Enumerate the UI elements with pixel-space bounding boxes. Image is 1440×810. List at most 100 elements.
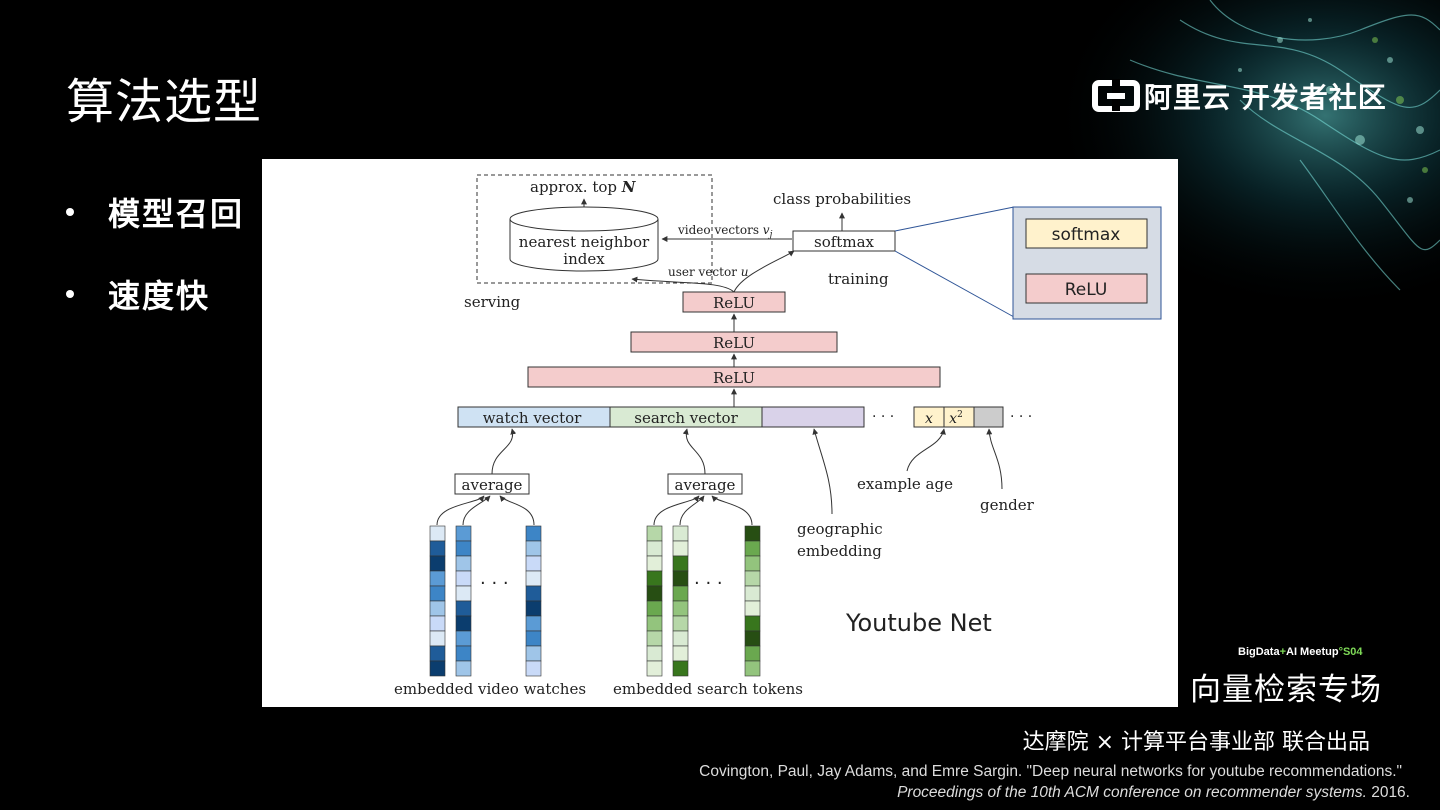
- embedding-cell: [646, 525, 663, 542]
- embedding-cell: [429, 600, 446, 617]
- embedding-cell: [744, 615, 761, 632]
- embedding-cell: [744, 630, 761, 647]
- embedding-cell: [646, 570, 663, 587]
- embedding-cell: [646, 660, 663, 677]
- embedding-cell: [744, 570, 761, 587]
- organizer-line: 达摩院 × 计算平台事业部 联合出品: [1022, 730, 1370, 755]
- embedding-cell: [646, 630, 663, 647]
- example-age-label: example age: [857, 475, 953, 493]
- embedding-cell: [744, 585, 761, 602]
- geo-vector: [761, 406, 865, 428]
- svg-text:search vector: search vector: [634, 409, 738, 427]
- bullet-text: 模型召回: [108, 195, 245, 233]
- embedding-cell: [525, 555, 542, 572]
- embedding-cell: [646, 615, 663, 632]
- embedding-cell: [646, 585, 663, 602]
- embedding-cell: [646, 600, 663, 617]
- svg-text:ReLU: ReLU: [1065, 280, 1108, 300]
- training-label: training: [828, 270, 889, 288]
- embedding-cell: [455, 645, 472, 662]
- embedding-cell: [429, 540, 446, 557]
- class-probabilities-label: class probabilities: [773, 190, 911, 208]
- svg-text:x: x: [925, 411, 933, 427]
- embedding-cell: [646, 645, 663, 662]
- embedding-cell: [646, 555, 663, 572]
- average-box-search: [667, 473, 743, 495]
- video-vectors-label: video vectors vj: [677, 223, 773, 240]
- embedding-cell: [525, 645, 542, 662]
- bullet-list: 模型召回 速度快: [66, 192, 244, 356]
- citation-line-1: Covington, Paul, Jay Adams, and Emre Sar…: [699, 763, 1402, 780]
- svg-text:index: index: [563, 250, 605, 268]
- embedding-cell: [429, 615, 446, 632]
- embedding-cell: [744, 555, 761, 572]
- embedding-cell: [744, 645, 761, 662]
- slide-title: 算法选型: [66, 74, 263, 130]
- svg-text:· · ·: · · ·: [694, 573, 723, 594]
- aliyun-logo: 阿里云 开发者社区: [1092, 78, 1387, 114]
- embedding-cell: [455, 555, 472, 572]
- svg-text:ReLU: ReLU: [713, 294, 755, 312]
- embedding-cell: [672, 645, 689, 662]
- embedding-cell: [455, 585, 472, 602]
- youtube-net-figure: approx. top N nearest neighbor index vid…: [262, 159, 1178, 707]
- figure-caption: Youtube Net: [846, 609, 992, 637]
- approx-top-label: approx. top N: [530, 178, 637, 196]
- embedding-cell: [672, 600, 689, 617]
- svg-text:ReLU: ReLU: [713, 369, 755, 387]
- embedding-cell: [646, 540, 663, 557]
- embedding-cell: [525, 570, 542, 587]
- svg-text:embedding: embedding: [797, 542, 882, 560]
- embedding-cell: [429, 525, 446, 542]
- svg-text:· · ·: · · ·: [872, 409, 894, 425]
- average-box-watches: [454, 473, 530, 495]
- embedding-cell: [525, 525, 542, 542]
- gender-cell: [973, 406, 1004, 428]
- embedding-cell: [429, 645, 446, 662]
- bullet-item: 速度快: [66, 274, 244, 315]
- architecture-diagram: approx. top N nearest neighbor index vid…: [394, 174, 1162, 698]
- embedding-cell: [455, 540, 472, 557]
- embedding-cell: [455, 660, 472, 677]
- embedding-cell: [455, 525, 472, 542]
- embedding-cell: [744, 540, 761, 557]
- embedded-search-columns: [646, 525, 761, 677]
- embedding-cell: [429, 555, 446, 572]
- embedding-cell: [672, 555, 689, 572]
- embedding-cell: [672, 570, 689, 587]
- serving-box: [476, 174, 713, 284]
- citation-line-2: Proceedings of the 10th ACM conference o…: [897, 784, 1410, 801]
- user-vector-label: user vector u: [668, 265, 748, 279]
- embedding-cell: [672, 660, 689, 677]
- embedding-cell: [455, 630, 472, 647]
- serving-label: serving: [464, 293, 521, 311]
- embedding-cell: [429, 630, 446, 647]
- relu-layer-middle: [630, 331, 838, 353]
- svg-text:nearest neighbor: nearest neighbor: [519, 233, 650, 251]
- svg-text:· · ·: · · ·: [480, 573, 509, 594]
- embedding-cell: [525, 630, 542, 647]
- bullet-item: 模型召回: [66, 192, 245, 233]
- embedded-search-tokens-label: embedded search tokens: [613, 680, 803, 698]
- svg-text:x2: x2: [949, 410, 963, 427]
- embedding-cell: [672, 630, 689, 647]
- legend-relu-swatch: [1025, 273, 1148, 304]
- bullet-dot-icon: [66, 290, 74, 298]
- embedded-watch-columns: [429, 525, 542, 677]
- embedding-cell: [525, 660, 542, 677]
- embedding-cell: [455, 615, 472, 632]
- svg-text:softmax: softmax: [1052, 225, 1121, 245]
- svg-text:ReLU: ReLU: [713, 334, 755, 352]
- relu-layer-bottom: [527, 366, 941, 388]
- bullet-dot-icon: [66, 208, 74, 216]
- embedding-cell: [672, 540, 689, 557]
- embedding-cell: [672, 585, 689, 602]
- embedding-cell: [672, 615, 689, 632]
- meetup-badge: BigData+AI Meetup°S04: [1238, 646, 1363, 658]
- bullet-text: 速度快: [108, 277, 211, 315]
- embedded-video-watches-label: embedded video watches: [394, 680, 586, 698]
- softmax-box: [792, 230, 896, 252]
- svg-text:softmax: softmax: [814, 233, 874, 251]
- nearest-neighbor-index: nearest neighbor index: [509, 206, 659, 272]
- gender-label: gender: [980, 496, 1035, 514]
